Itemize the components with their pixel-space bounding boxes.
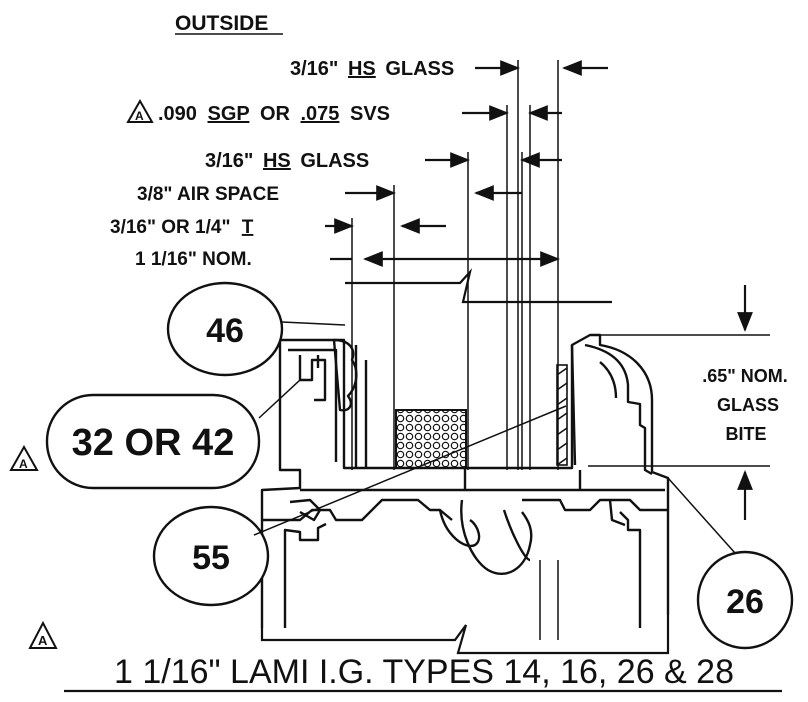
hs-glass-top-hs: HS	[348, 58, 376, 80]
thickness-size: 3/16" OR 1/4"	[110, 217, 230, 238]
bubble-46-label: 46	[206, 312, 244, 350]
bite-line-3: BITE	[725, 424, 766, 444]
callout-air-space: 3/8" AIR SPACE	[137, 184, 522, 205]
hs-glass-top-size: 3/16"	[290, 58, 338, 80]
rev-triangle-bottom: A	[28, 620, 58, 649]
interlayer-sgp: SGP	[208, 103, 250, 125]
desiccant-spacer	[395, 409, 467, 469]
drawing-title: 1 1/16" LAMI I.G. TYPES 14, 16, 26 & 28	[114, 653, 734, 691]
rev-triangle-left: A	[9, 444, 39, 471]
air-space-label: 3/8" AIR SPACE	[137, 184, 279, 205]
callout-interlayer: A .090 SGP OR .075 SVS	[126, 98, 562, 125]
bubble-26-label: 26	[726, 583, 764, 621]
interlayer-svs: SVS	[350, 103, 390, 125]
svg-text:.090 SGP OR: .090 SGP OR .075 SVS	[158, 103, 390, 125]
hs-glass-mid-glass: GLASS	[300, 150, 369, 172]
callout-thickness: 3/16" OR 1/4" T	[110, 217, 446, 238]
outside-label: OUTSIDE	[175, 12, 268, 35]
interlayer-or: OR	[260, 103, 291, 125]
extension-lines	[351, 60, 559, 470]
svg-text:3/16" OR 1/4" T: 3/16" OR 1/4" T	[110, 217, 254, 238]
interlayer-size: .090	[158, 103, 197, 125]
thickness-t: T	[242, 217, 254, 238]
rev-left-letter: A	[19, 457, 28, 471]
glass-break-line	[345, 268, 612, 304]
bubble-32-or-42: 32 OR 42	[45, 379, 301, 490]
hs-glass-top-glass: GLASS	[385, 58, 454, 80]
bubble-46: 46	[166, 281, 346, 377]
bite-line-2: GLASS	[717, 395, 779, 415]
bite-line-1: .65" NOM.	[702, 366, 788, 386]
bubble-55-label: 55	[192, 539, 230, 577]
nominal-label: 1 1/16" NOM.	[135, 249, 252, 270]
callout-hs-glass-top: 3/16" HS GLASS	[290, 58, 608, 80]
bubble-55: 55	[152, 405, 567, 607]
callout-hs-glass-mid: 3/16" HS GLASS	[205, 150, 562, 172]
frame-profile	[260, 333, 670, 655]
interlayer-rev-letter: A	[135, 109, 144, 123]
glass-bite-dimension: .65" NOM. GLASS BITE	[588, 285, 788, 520]
rev-bottom-letter: A	[38, 633, 48, 648]
bubble-32-label: 32 OR 42	[72, 422, 235, 464]
callout-nominal: 1 1/16" NOM.	[135, 249, 560, 270]
rev-triangle-interlayer	[126, 98, 154, 123]
svg-text:3/16" HS GLASS: 3/16" HS GLASS	[290, 58, 454, 80]
interlayer-hatch	[556, 364, 568, 466]
hs-glass-mid-size: 3/16"	[205, 150, 253, 172]
hs-glass-mid-hs: HS	[263, 150, 291, 172]
svg-text:3/16" HS GLASS: 3/16" HS GLASS	[205, 150, 369, 172]
bubble-26: 26	[667, 477, 794, 650]
interlayer-alt: .075	[301, 103, 340, 125]
